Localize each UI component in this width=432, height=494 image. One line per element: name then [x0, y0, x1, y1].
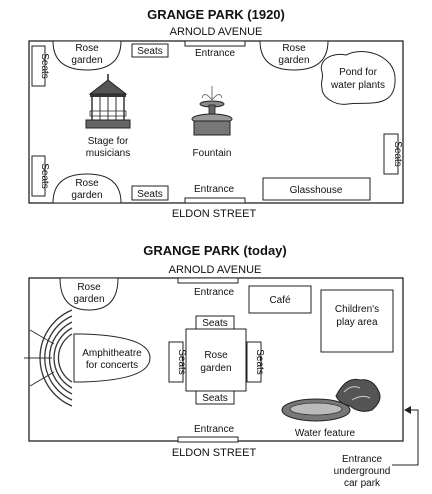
stage-label-line2: musicians: [86, 148, 130, 159]
car-park-label-line3: car park: [344, 478, 381, 489]
seats-today-bottom: [195, 390, 235, 405]
seats-today-left: [168, 341, 184, 383]
rose-garden-label-line2: garden: [73, 294, 104, 305]
rose-garden-label-line2: garden: [71, 55, 102, 66]
glasshouse-1920: [262, 177, 371, 201]
glasshouse-label: Glasshouse: [290, 185, 343, 196]
seats-label: Seats: [39, 53, 50, 79]
seats-label: Seats: [202, 393, 228, 404]
water-feature-icon: [281, 378, 381, 422]
rose-garden-label-line2: garden: [200, 363, 231, 374]
rose-garden-label-line1: Rose: [282, 43, 306, 54]
rose-garden-today-center: [185, 328, 247, 392]
play-area-label-line2: play area: [336, 317, 378, 328]
seats-today-top: [195, 315, 235, 330]
entrance-north-today-label: Entrance: [194, 287, 234, 298]
entrance-gate-north-1920: [184, 40, 246, 47]
pond-label-line2: water plants: [330, 80, 385, 91]
play-area-today: [320, 289, 394, 353]
amphitheatre-seating-icon: [24, 309, 73, 407]
seats-label: Seats: [176, 349, 187, 375]
map-1920-title: GRANGE PARK (1920): [147, 7, 285, 22]
seats-today-right: [246, 341, 262, 383]
map-1920-south-street: ELDON STREET: [172, 208, 257, 220]
seats-1920-right: [383, 133, 399, 175]
car-park-arrow-icon: [392, 406, 419, 466]
rose-garden-label-line1: Rose: [75, 178, 99, 189]
seats-label: Seats: [202, 318, 228, 329]
stage-label-line1: Stage for: [88, 136, 129, 147]
water-feature-label: Water feature: [295, 428, 356, 439]
rose-garden-1920-bottom-left: [52, 173, 122, 204]
rose-garden-1920-top-left: [52, 40, 122, 71]
bandstand-icon: [85, 74, 131, 129]
entrance-south-today-label: Entrance: [194, 424, 234, 435]
rose-garden-label-line2: garden: [71, 190, 102, 201]
amphitheatre-label-line2: for concerts: [86, 360, 138, 371]
pond-1920: [320, 51, 396, 105]
seats-label: Seats: [254, 349, 265, 375]
rose-garden-1920-top-right: [259, 40, 329, 71]
amphitheatre-label-line1: Amphitheatre: [82, 348, 142, 359]
seats-1920-top: [131, 43, 169, 58]
rose-garden-label-line1: Rose: [77, 282, 101, 293]
map-1920-north-street: ARNOLD AVENUE: [170, 26, 263, 38]
map-today-north-street: ARNOLD AVENUE: [169, 264, 262, 276]
entrance-gate-north-today: [177, 277, 239, 284]
seats-1920-left-bottom: [31, 155, 46, 197]
cafe-today: [248, 285, 312, 314]
pond-label-line1: Pond for: [339, 67, 377, 78]
rose-garden-today-top-left: [59, 277, 119, 311]
fountain-label: Fountain: [193, 148, 232, 159]
car-park-label-line1: Entrance: [342, 454, 382, 465]
seats-label: Seats: [39, 163, 50, 189]
rose-garden-label-line2: garden: [278, 55, 309, 66]
cafe-label: Café: [269, 295, 291, 306]
seats-label: Seats: [137, 46, 163, 57]
play-area-label-line1: Children's: [335, 304, 379, 315]
seats-1920-left-top: [31, 45, 46, 87]
seats-1920-bottom: [131, 185, 169, 201]
entrance-south-1920-label: Entrance: [194, 184, 234, 195]
entrance-gate-south-today: [177, 436, 239, 443]
map-today-title: GRANGE PARK (today): [143, 243, 286, 258]
rose-garden-label-line1: Rose: [204, 350, 228, 361]
entrance-north-1920-label: Entrance: [195, 48, 235, 59]
seats-label: Seats: [137, 189, 163, 200]
fountain-icon: [191, 86, 233, 136]
entrance-gate-south-1920: [184, 197, 246, 204]
car-park-label-line2: underground: [334, 466, 391, 477]
amphitheatre-stage-today: [73, 333, 151, 383]
seats-label: Seats: [392, 141, 403, 167]
rose-garden-label-line1: Rose: [75, 43, 99, 54]
map-today-south-street: ELDON STREET: [172, 447, 257, 459]
